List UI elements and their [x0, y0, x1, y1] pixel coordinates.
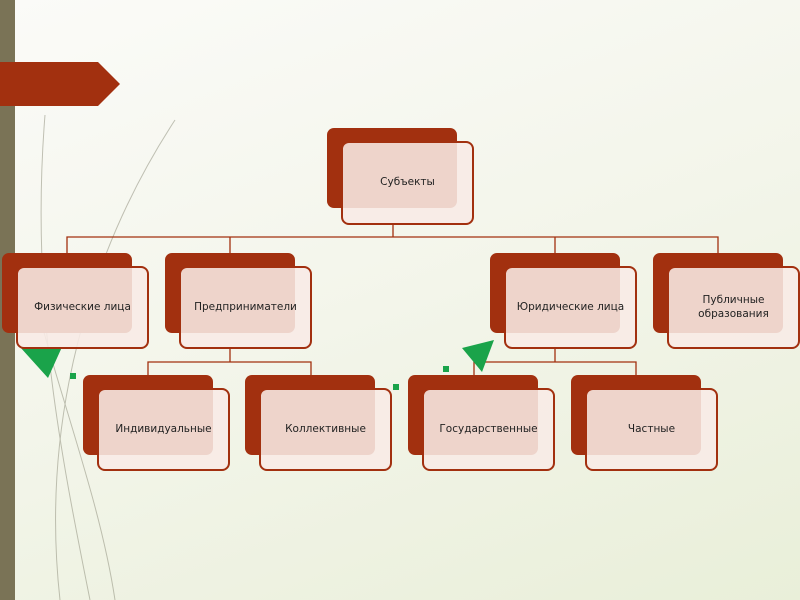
rotate-handle-icon	[20, 347, 62, 378]
rotate-handle-icon	[462, 340, 494, 372]
connectors	[66, 225, 719, 375]
title-arrow-banner	[0, 62, 120, 106]
